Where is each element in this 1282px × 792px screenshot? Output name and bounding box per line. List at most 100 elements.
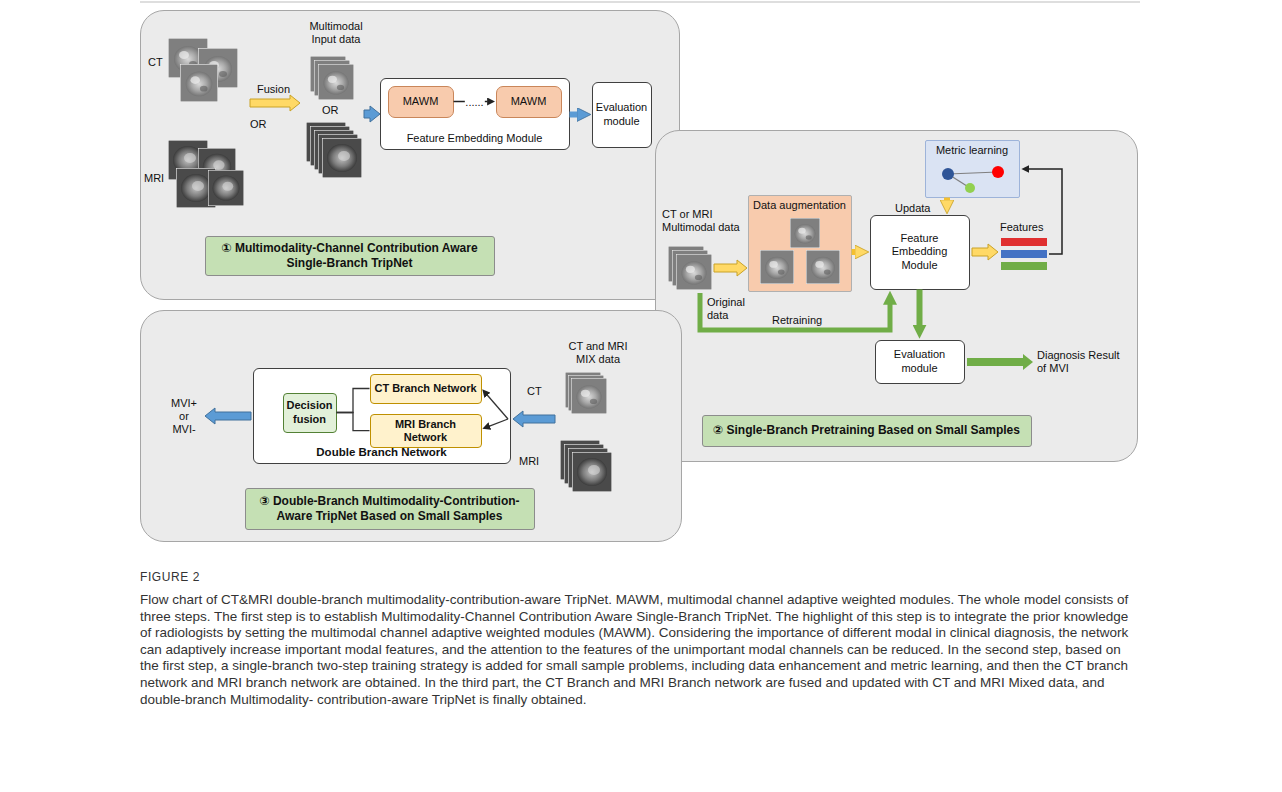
- ct-slice: [198, 48, 238, 88]
- ct-stack: [565, 372, 601, 408]
- mri-slice: [168, 140, 208, 180]
- input-stack: [676, 254, 712, 290]
- feature-bar: [1001, 262, 1047, 270]
- mri-slice: [198, 148, 236, 186]
- mri-stack: [314, 130, 354, 170]
- modality-label: CT: [148, 56, 163, 69]
- flow-connector: [337, 413, 370, 431]
- step-label: Retraining: [772, 314, 822, 327]
- flow-connector: [944, 198, 950, 201]
- fusion-box: Decision fusion: [283, 393, 337, 433]
- metric-box: Metric learning: [925, 140, 1020, 198]
- augment-arrow: [714, 260, 747, 276]
- feature-arrow: [972, 244, 998, 260]
- input-stack: [668, 246, 704, 282]
- feedback-line: [1029, 169, 1062, 254]
- augmented-slice: [760, 250, 794, 284]
- mri-slice: [176, 168, 216, 208]
- retraining-line: [700, 293, 890, 330]
- node-text: Decision fusion: [286, 399, 334, 425]
- metric-link: [948, 172, 998, 174]
- node-text: Feature Embedding Module: [873, 232, 967, 272]
- step-title: ② Single-Branch Pretraining Based on Sma…: [702, 415, 1032, 447]
- figure-caption: Flow chart of CT&MRI double-branch multi…: [140, 592, 1140, 708]
- mri-stack: [568, 448, 608, 488]
- mri-stack: [564, 444, 604, 484]
- mawm-block: MAWM: [388, 86, 454, 118]
- ct-stack: [310, 56, 346, 92]
- node-text: ② Single-Branch Pretraining Based on Sma…: [713, 423, 1020, 437]
- result-label: Diagnosis Result of MVI: [1037, 349, 1121, 375]
- node-text: Data augmentation: [753, 199, 846, 212]
- modality-label: MRI: [519, 455, 539, 468]
- input-arrow: [364, 106, 380, 122]
- step-title: ③ Double-Branch Multimodality-Contributi…: [245, 488, 535, 530]
- metric-dot: [965, 183, 975, 193]
- mawm-block: MAWM: [496, 86, 562, 118]
- module-box: Evaluation module: [592, 82, 652, 148]
- metric-dot: [942, 168, 954, 180]
- metric-link: [948, 174, 970, 188]
- diagnosis-arrow: [967, 354, 1033, 370]
- data-label: CT or MRI Multimodal data: [662, 208, 746, 234]
- step-label: Fusion: [257, 83, 290, 96]
- data-label: CT and MRI MIX data: [562, 340, 634, 366]
- fork-line: [487, 395, 508, 419]
- branch-box: CT Branch Network: [370, 374, 482, 404]
- edge-label: ......: [464, 96, 484, 107]
- flow-connector: [570, 112, 578, 118]
- or-label: OR: [250, 118, 267, 131]
- node-text: MRI Branch Network: [373, 418, 479, 444]
- node-text: Evaluation module: [878, 348, 962, 374]
- data-label: Original data: [707, 296, 759, 322]
- modality-label: CT: [527, 385, 542, 398]
- step-label: Updata: [895, 202, 930, 215]
- data-label: Features: [1000, 221, 1043, 234]
- node-text: Evaluation module: [595, 101, 649, 127]
- module-box: Evaluation module: [875, 340, 965, 384]
- metric-dot: [992, 166, 1004, 178]
- mri-stack: [560, 440, 600, 480]
- mix-input-arrow: [513, 411, 555, 427]
- ct-stack: [568, 375, 604, 411]
- node-text: Double Branch Network: [316, 446, 446, 460]
- flow-connector: [454, 101, 488, 102]
- modality-label: MRI: [144, 172, 164, 185]
- top-rule: [140, 2, 1140, 3]
- ct-slice: [168, 38, 208, 78]
- ct-stack: [318, 64, 354, 100]
- mri-slice: [208, 170, 244, 206]
- network-box: Decision fusion CT Branch NetworkMRI Bran…: [253, 368, 511, 464]
- node-text: MAWM: [403, 95, 439, 108]
- fork-line: [490, 419, 509, 426]
- node-text: CT Branch Network: [374, 382, 476, 395]
- flow-connector: [852, 249, 856, 255]
- node-text: ③ Double-Branch Multimodality-Contributi…: [251, 494, 529, 523]
- module-box: Feature Embedding Module: [870, 215, 970, 290]
- data-label: Multimodal Input data: [303, 20, 369, 46]
- node-text: ① Multimodality-Channel Contribution Awa…: [211, 241, 489, 270]
- fusion-arrow: [250, 95, 300, 111]
- ct-stack: [571, 378, 607, 414]
- stage-panel: MAWM MAWM Feature Embedding Module Evaluati…: [140, 10, 680, 300]
- mri-stack: [306, 122, 346, 162]
- input-stack: [672, 250, 708, 286]
- or-label: OR: [322, 104, 339, 117]
- node-text: MAWM: [511, 95, 547, 108]
- mri-stack: [572, 452, 612, 492]
- augmentation-box: Data augmentation: [748, 195, 852, 292]
- step-title: ① Multimodality-Channel Contribution Awa…: [205, 236, 495, 276]
- augmented-slice: [806, 250, 840, 284]
- node-text: Feature Embedding Module: [407, 132, 543, 145]
- figure-title: FIGURE 2: [140, 570, 200, 584]
- augmented-slice: [790, 218, 820, 248]
- mri-stack: [318, 134, 358, 174]
- module-box: MAWM MAWM Feature Embedding Module: [380, 78, 570, 150]
- branch-box: MRI Branch Network: [370, 414, 482, 448]
- mri-stack: [322, 138, 362, 178]
- result-label: MVI+ or MVI-: [166, 397, 202, 437]
- feature-bar: [1001, 238, 1047, 246]
- flow-connector: [917, 290, 923, 326]
- mri-stack: [310, 126, 350, 166]
